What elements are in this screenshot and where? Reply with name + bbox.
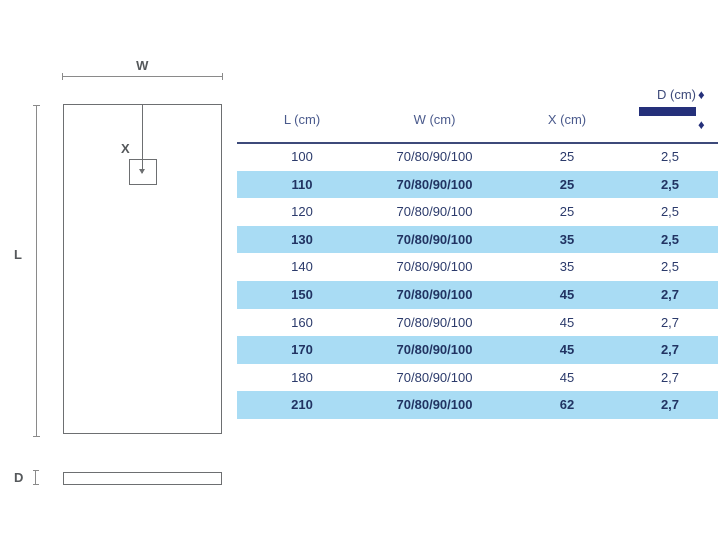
cell-length: 140 (291, 259, 313, 275)
cell-depth: 2,7 (660, 286, 680, 302)
cell-depth: 2,5 (660, 231, 680, 247)
table-row: 140 70/80/90/100 35 2,5 (237, 253, 718, 281)
cell-drain: 35 (559, 231, 575, 247)
depth-column-header-label: D (cm) (657, 87, 696, 102)
table-row: 180 70/80/90/100 45 2,7 (237, 364, 718, 392)
cell-depth: 2,5 (660, 259, 680, 275)
table-row: 150 70/80/90/100 45 2,7 (237, 280, 718, 309)
cell-width: 70/80/90/100 (396, 259, 473, 275)
depth-dimension-label: D (14, 470, 24, 485)
cell-drain: 35 (559, 259, 575, 275)
length-dimension-label: L (14, 247, 23, 262)
depth-indicator-bar (639, 107, 696, 116)
table-row: 170 70/80/90/100 45 2,7 (237, 336, 718, 364)
table-row: 100 70/80/90/100 25 2,5 (237, 143, 718, 171)
cell-drain: 45 (559, 369, 575, 385)
drain-offset-leader-line (142, 105, 144, 173)
cell-length: 170 (291, 342, 313, 358)
cell-drain: 45 (559, 342, 575, 358)
cell-width: 70/80/90/100 (396, 342, 473, 358)
cell-drain: 25 (559, 176, 575, 192)
table-row: 110 70/80/90/100 25 2,5 (237, 170, 718, 199)
cell-length: 210 (291, 397, 313, 413)
drain-offset-label: X (121, 141, 131, 156)
cell-width: 70/80/90/100 (396, 176, 473, 192)
cell-depth: 2,7 (660, 342, 680, 358)
drain-offset-arrow-icon (139, 169, 145, 174)
cell-length: 120 (291, 204, 313, 220)
cell-depth: 2,7 (660, 369, 680, 385)
cell-depth: 2,5 (660, 204, 680, 220)
cell-width: 70/80/90/100 (396, 397, 473, 413)
cell-depth: 2,5 (660, 149, 680, 164)
column-header-drain: X (cm) (547, 112, 587, 127)
column-header-width: W (cm) (413, 112, 456, 127)
drain-square-outline (129, 159, 157, 185)
cell-width: 70/80/90/100 (396, 149, 473, 164)
length-dimension-line (33, 105, 40, 437)
table-row: 130 70/80/90/100 35 2,5 (237, 225, 718, 254)
cell-depth: 2,7 (660, 397, 680, 413)
column-header-length: L (cm) (283, 112, 321, 127)
cell-width: 70/80/90/100 (396, 231, 473, 247)
cell-length: 110 (291, 176, 313, 192)
depth-column-header-group: D (cm) ♦ ♦ (618, 85, 718, 137)
cell-drain: 62 (559, 397, 575, 413)
depth-profile-bar (63, 472, 222, 485)
cell-drain: 45 (559, 286, 575, 302)
arrow-down-icon: ♦ (698, 117, 705, 132)
cell-drain: 25 (559, 149, 575, 164)
arrow-up-icon: ♦ (698, 87, 705, 102)
depth-dimension-tick (32, 470, 39, 485)
cell-depth: 2,5 (660, 176, 680, 192)
cell-length: 130 (291, 231, 313, 247)
table-body: 100 70/80/90/100 25 2,5 110 70/80/90/100 25 2,5… (237, 143, 718, 419)
cell-width: 70/80/90/100 (396, 369, 473, 385)
cell-length: 180 (291, 369, 313, 385)
cell-width: 70/80/90/100 (396, 286, 473, 302)
cell-depth: 2,7 (660, 314, 680, 330)
table-header-row: L (cm) W (cm) X (cm) (237, 112, 718, 142)
cell-length: 150 (291, 286, 313, 302)
product-technical-drawing: W X L D (0, 0, 236, 540)
table-row: 210 70/80/90/100 62 2,7 (237, 391, 718, 419)
cell-length: 160 (291, 314, 313, 330)
width-dimension-line (62, 73, 223, 80)
width-dimension-label: W (136, 58, 149, 73)
cell-drain: 45 (559, 314, 575, 330)
cell-width: 70/80/90/100 (396, 204, 473, 220)
table-row: 160 70/80/90/100 45 2,7 (237, 309, 718, 337)
header-divider-rule (237, 142, 718, 144)
cell-length: 100 (291, 149, 313, 164)
table-row: 120 70/80/90/100 25 2,5 (237, 198, 718, 226)
cell-width: 70/80/90/100 (396, 314, 473, 330)
cell-drain: 25 (559, 204, 575, 220)
